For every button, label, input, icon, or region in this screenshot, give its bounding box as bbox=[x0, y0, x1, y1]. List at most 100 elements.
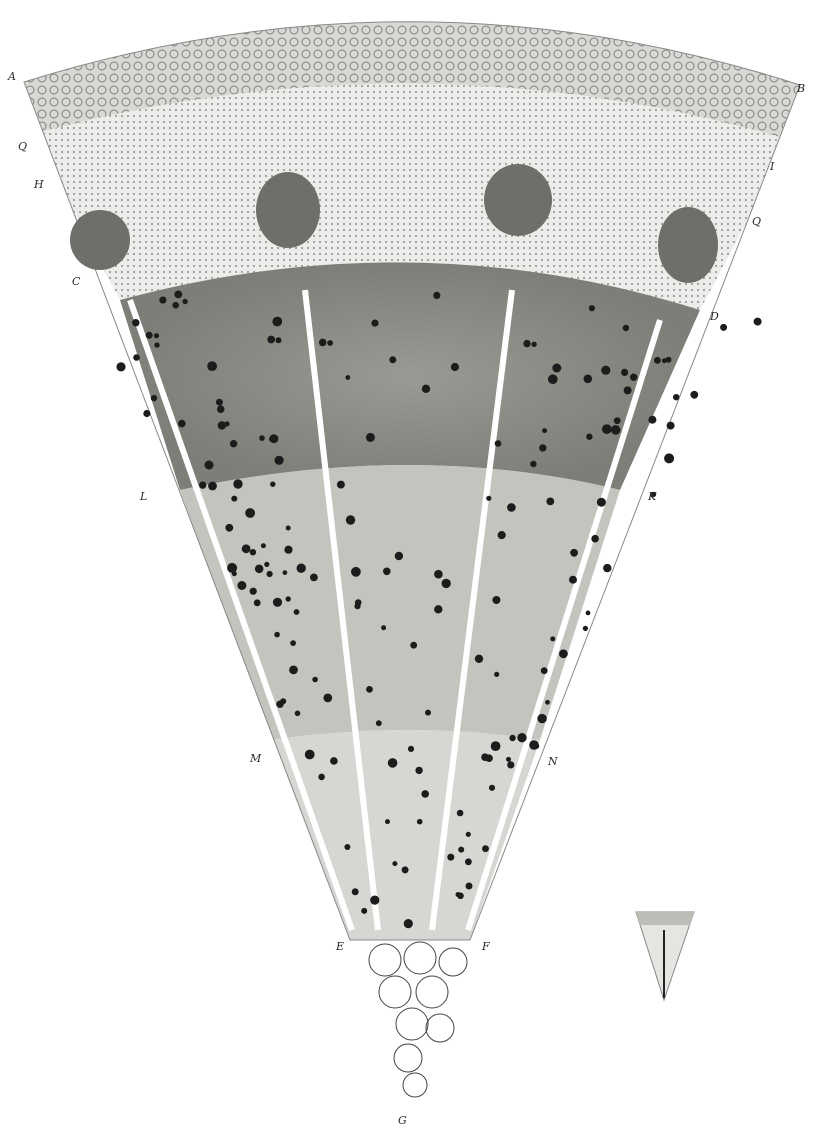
vessel-pore bbox=[624, 386, 632, 394]
vessel-pore bbox=[346, 515, 355, 524]
vessel-pore bbox=[370, 896, 379, 905]
vessel-pore bbox=[530, 461, 536, 467]
vessel-pore bbox=[415, 767, 422, 774]
vessel-pore bbox=[485, 754, 493, 762]
vessel-pore bbox=[366, 686, 373, 693]
vessel-pore bbox=[289, 666, 298, 675]
vessel-pore bbox=[319, 339, 327, 347]
vessel-pore bbox=[395, 552, 403, 560]
vessel-pore bbox=[552, 364, 561, 373]
label-l: L bbox=[139, 490, 147, 503]
vessel-pore bbox=[274, 632, 280, 638]
vessel-pore bbox=[754, 318, 762, 326]
vessel-pore bbox=[205, 461, 214, 470]
vessel-pore bbox=[569, 576, 577, 584]
vessel-pore bbox=[383, 568, 391, 576]
vessel-pore bbox=[667, 422, 675, 430]
vessel-pore bbox=[492, 596, 500, 604]
vessel-pore bbox=[116, 362, 125, 371]
vessel-pore bbox=[498, 531, 506, 539]
pith-cell bbox=[416, 976, 448, 1008]
vessel-pore bbox=[280, 698, 286, 704]
vessel-pore bbox=[583, 626, 588, 631]
vessel-pore bbox=[376, 720, 382, 726]
vessel-pore bbox=[623, 325, 629, 331]
pith-cell bbox=[396, 1008, 428, 1040]
vessel-pore bbox=[178, 420, 186, 428]
vessel-pore bbox=[208, 482, 217, 491]
vessel-pore bbox=[230, 440, 237, 447]
vessel-pore bbox=[305, 750, 315, 760]
vessel-pore bbox=[720, 324, 727, 331]
vessel-pore bbox=[603, 564, 611, 572]
vessel-pore bbox=[389, 356, 396, 363]
vessel-pore bbox=[630, 374, 637, 381]
vessel-pore bbox=[539, 444, 546, 451]
vessel-pore bbox=[272, 317, 282, 327]
vessel-pore bbox=[523, 340, 530, 347]
vessel-pore bbox=[586, 434, 592, 440]
vessel-pore bbox=[233, 479, 242, 488]
vessel-pore bbox=[352, 888, 359, 895]
vessel-pore bbox=[507, 761, 514, 768]
vessel-pore bbox=[227, 563, 237, 573]
vessel-pore bbox=[466, 883, 473, 890]
vessel-pore bbox=[541, 667, 548, 674]
vessel-pore bbox=[570, 549, 578, 557]
vessel-pore bbox=[442, 579, 451, 588]
vessel-pore bbox=[276, 337, 282, 343]
vessel-pore bbox=[310, 574, 318, 582]
vessel-pore bbox=[589, 305, 595, 311]
label-e: E bbox=[335, 940, 344, 953]
vessel-pore bbox=[269, 434, 278, 443]
vessel-pore bbox=[489, 785, 495, 791]
vessel-pore bbox=[351, 567, 361, 577]
vessel-pore bbox=[457, 893, 464, 900]
vessel-pore bbox=[254, 599, 261, 606]
vessel-pore bbox=[242, 544, 251, 553]
vessel-pore bbox=[648, 416, 656, 424]
label-d: D bbox=[709, 310, 719, 323]
label-f: F bbox=[481, 940, 490, 953]
vessel-pore bbox=[465, 858, 472, 865]
vessel-pore bbox=[482, 845, 489, 852]
vessel-pore bbox=[392, 861, 397, 866]
vessel-pore bbox=[261, 543, 266, 548]
vessel-pore bbox=[237, 581, 246, 590]
label-c: C bbox=[72, 275, 81, 288]
sector bbox=[24, 22, 800, 940]
pith-cell bbox=[403, 1073, 427, 1097]
vessel-pore bbox=[550, 636, 555, 641]
vessel-pore bbox=[371, 320, 378, 327]
vessel-pore bbox=[290, 640, 296, 646]
vessel-pore bbox=[283, 570, 288, 575]
label-a: A bbox=[7, 70, 16, 83]
vessel-pore bbox=[584, 375, 593, 384]
pith-cell bbox=[426, 1014, 454, 1042]
vessel-pore bbox=[611, 425, 621, 435]
vessel-pore bbox=[466, 832, 471, 837]
vessel-pore bbox=[433, 292, 440, 299]
vessel-pore bbox=[662, 358, 667, 363]
pith bbox=[369, 942, 467, 1097]
vessel-pore bbox=[151, 395, 157, 401]
vessel-pore bbox=[132, 319, 139, 326]
vessel-pore bbox=[388, 758, 398, 768]
vessel-pore bbox=[159, 297, 166, 304]
vessel-pore bbox=[458, 847, 464, 853]
vessel-pore bbox=[417, 819, 423, 825]
vessel-pore bbox=[447, 854, 454, 861]
bundle-4 bbox=[658, 207, 718, 283]
vessel-pore bbox=[267, 571, 273, 577]
vessel-pore bbox=[286, 526, 291, 531]
vessel-pore bbox=[451, 363, 459, 371]
vessel-pore bbox=[517, 733, 526, 742]
vessel-pore bbox=[318, 774, 325, 781]
vessel-pore bbox=[297, 564, 306, 573]
vessel-pore bbox=[402, 866, 409, 873]
vessel-pore bbox=[559, 649, 568, 658]
outer-wood-zone bbox=[120, 262, 700, 490]
vessel-pore bbox=[172, 302, 179, 309]
vessel-pore bbox=[250, 588, 257, 595]
vessel-pore bbox=[408, 746, 414, 752]
